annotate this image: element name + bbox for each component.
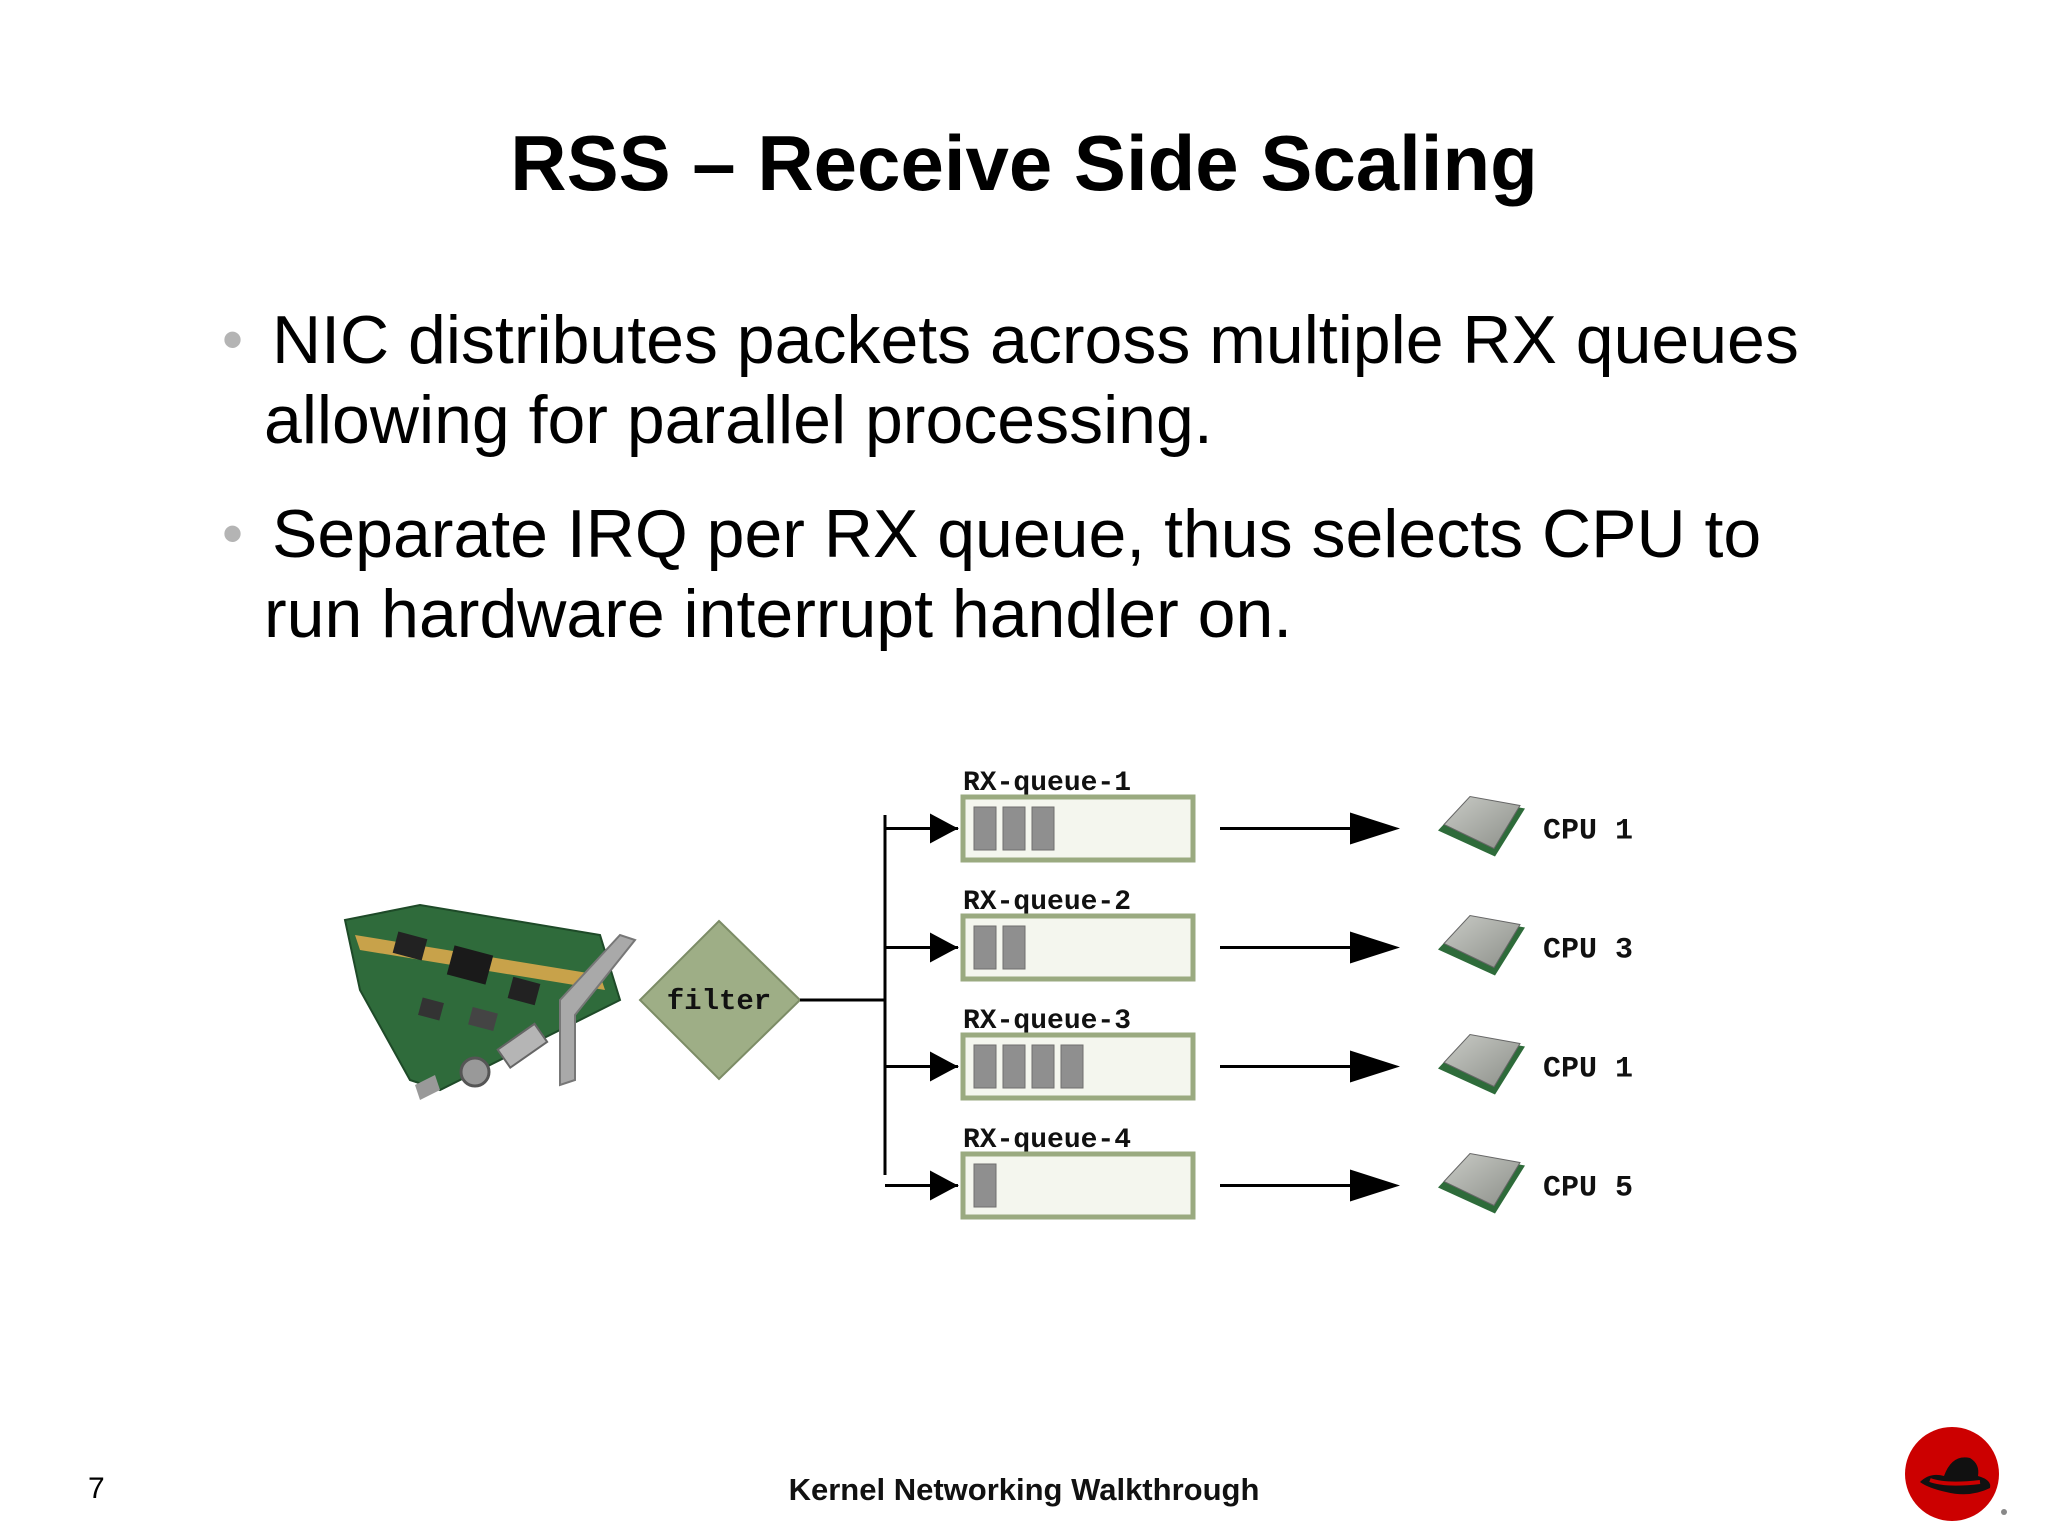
rx-queue-box <box>960 913 1196 982</box>
cpu-chip-lid <box>1443 1033 1521 1088</box>
arrowhead-icon <box>1350 812 1400 845</box>
packet-block <box>1002 1044 1026 1089</box>
cpu-chip-icon <box>1438 1152 1525 1214</box>
bullet-text-line: run hardware interrupt handler on. <box>264 576 1293 652</box>
page-number: 7 <box>88 1472 105 1505</box>
bullet-text-line: allowing for parallel processing. <box>264 382 1213 458</box>
arrowhead-icon <box>930 1051 958 1082</box>
rx-queue-box <box>960 1151 1196 1220</box>
cpu-label: CPU 5 <box>1543 1172 1633 1206</box>
bullet-list: • NIC distributes packets across multipl… <box>218 300 1978 688</box>
cpu-chip-icon <box>1438 795 1525 857</box>
arrowhead-icon <box>930 932 958 963</box>
packet-block <box>973 925 997 970</box>
cpu-label: CPU 1 <box>1543 1053 1633 1087</box>
footer-title: Kernel Networking Walkthrough <box>788 1472 1260 1507</box>
cpu-chip-lid <box>1443 914 1521 969</box>
rx-queue-box <box>960 794 1196 863</box>
bullet-item: • Separate IRQ per RX queue, thus select… <box>218 494 1978 654</box>
packet-block <box>973 806 997 851</box>
packet-block <box>1060 1044 1084 1089</box>
bullet-text-line: Separate IRQ per RX queue, thus selects … <box>272 496 1762 572</box>
arrowhead-icon <box>1350 1169 1400 1202</box>
arrowhead-icon <box>1350 1050 1400 1083</box>
queue-label: RX-queue-2 <box>963 887 1131 918</box>
queue-label: RX-queue-3 <box>963 1006 1131 1037</box>
cpu-label: CPU 3 <box>1543 934 1633 968</box>
arrowhead-icon <box>930 813 958 844</box>
packet-block <box>1002 806 1026 851</box>
slide-title: RSS – Receive Side Scaling <box>510 119 1538 207</box>
cpu-label: CPU 1 <box>1543 815 1633 849</box>
cpu-chip-icon <box>1438 914 1525 976</box>
filter-label: filter <box>667 985 771 1018</box>
bullet-text-line: NIC distributes packets across multiple … <box>272 302 1799 378</box>
packet-block <box>1002 925 1026 970</box>
cpu-chip-lid <box>1443 1152 1521 1207</box>
network-card-icon <box>343 903 637 1100</box>
cpu-chip-icon <box>1438 1033 1525 1095</box>
bullet-dot-icon: • <box>222 500 244 567</box>
bullet-item: • NIC distributes packets across multipl… <box>218 300 1978 460</box>
arrowhead-icon <box>1350 931 1400 964</box>
queue-label: RX-queue-1 <box>963 768 1131 799</box>
packet-block <box>973 1044 997 1089</box>
filter-node: filter <box>638 919 802 1081</box>
queue-label: RX-queue-4 <box>963 1125 1131 1156</box>
bullet-dot-icon: • <box>222 306 244 373</box>
packet-block <box>1031 1044 1055 1089</box>
packet-block <box>1031 806 1055 851</box>
red-hat-logo-icon <box>1905 1427 2007 1521</box>
cpu-chip-lid <box>1443 795 1521 850</box>
arrowhead-icon <box>930 1170 958 1201</box>
packet-block <box>973 1163 997 1208</box>
